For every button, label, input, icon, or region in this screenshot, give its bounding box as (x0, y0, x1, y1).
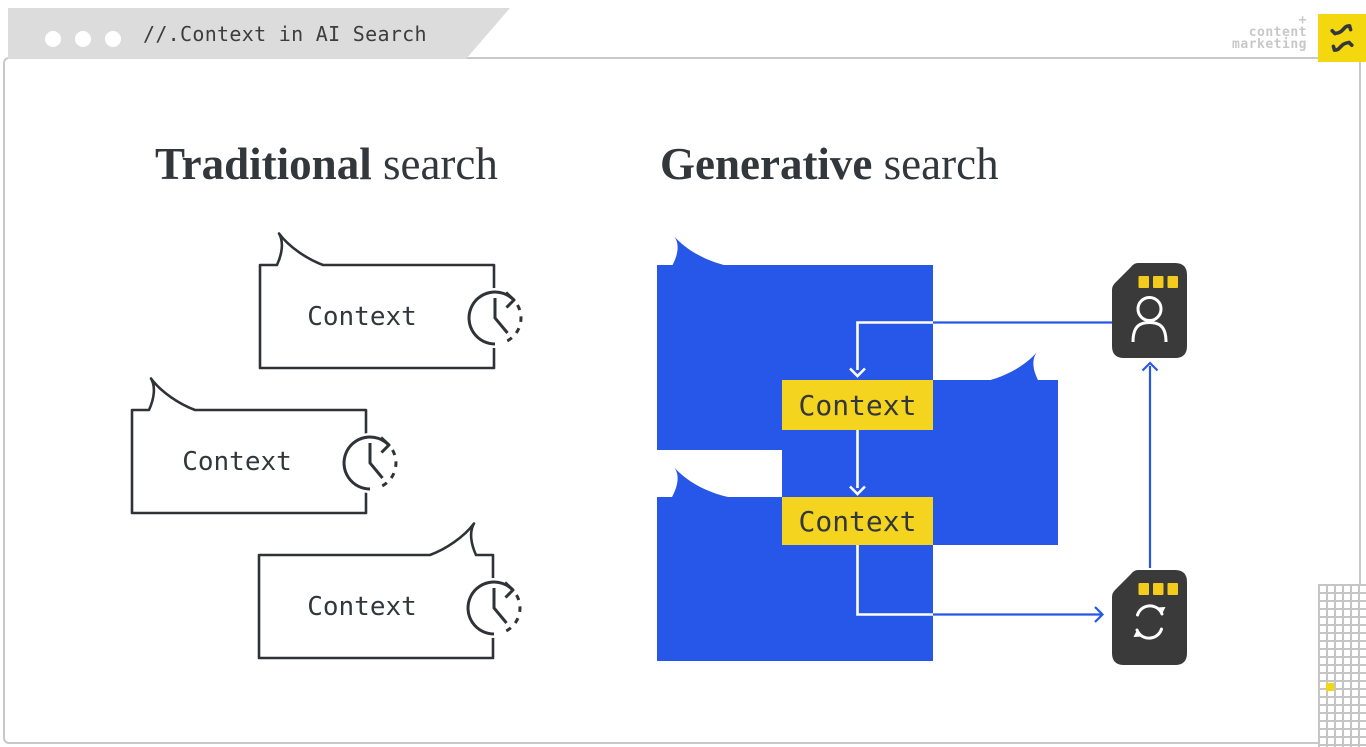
memory-card-refresh-icon (1112, 570, 1187, 665)
blue-bubble-top-tail (672, 236, 728, 266)
window-dot-1[interactable] (45, 31, 61, 47)
heading-traditional-bold: Traditional (155, 139, 372, 189)
context-box-2: Context (782, 497, 933, 545)
bubble-3-label: Context (307, 592, 417, 622)
heading-generative-bold: Generative (660, 139, 873, 189)
speech-bubble-outline-1 (258, 232, 496, 370)
brand-line2: marketing (1232, 37, 1307, 52)
blue-bubble-bottom-tail (672, 467, 728, 497)
browser-tab: //.Context in AI Search (8, 8, 510, 59)
brand-logo[interactable] (1318, 14, 1366, 62)
clock-history-icon (464, 578, 524, 638)
pixel-grid-decoration (1318, 584, 1366, 747)
tab-title: //.Context in AI Search (143, 21, 427, 46)
bubble-1-label: Context (307, 302, 417, 332)
brand-logo-icon (1330, 24, 1354, 52)
context-box-2-label: Context (798, 504, 917, 538)
memory-card-user-icon (1112, 263, 1187, 358)
pixel-grid-highlight-cell (1326, 683, 1334, 691)
window-dot-3[interactable] (105, 31, 121, 47)
context-box-1-label: Context (798, 388, 917, 422)
window-dot-2[interactable] (75, 31, 91, 47)
blue-bubble-right (933, 380, 1058, 545)
bubble-2-label: Context (182, 447, 292, 477)
brand-plus: + (1298, 13, 1307, 28)
heading-traditional-rest: search (371, 139, 498, 189)
heading-traditional: Traditional search (155, 138, 498, 190)
clock-history-icon (340, 433, 400, 493)
brand-line1: content (1248, 25, 1307, 40)
brand-wordmark: + content marketing (1232, 13, 1307, 52)
clock-history-icon (465, 288, 525, 348)
speech-bubble-outline-3 (257, 522, 495, 660)
speech-bubble-outline-2 (130, 377, 368, 515)
heading-generative: Generative search (660, 138, 999, 190)
heading-generative-rest: search (872, 139, 999, 189)
blue-bubble-right-tail (983, 352, 1039, 382)
context-box-1: Context (782, 380, 933, 430)
